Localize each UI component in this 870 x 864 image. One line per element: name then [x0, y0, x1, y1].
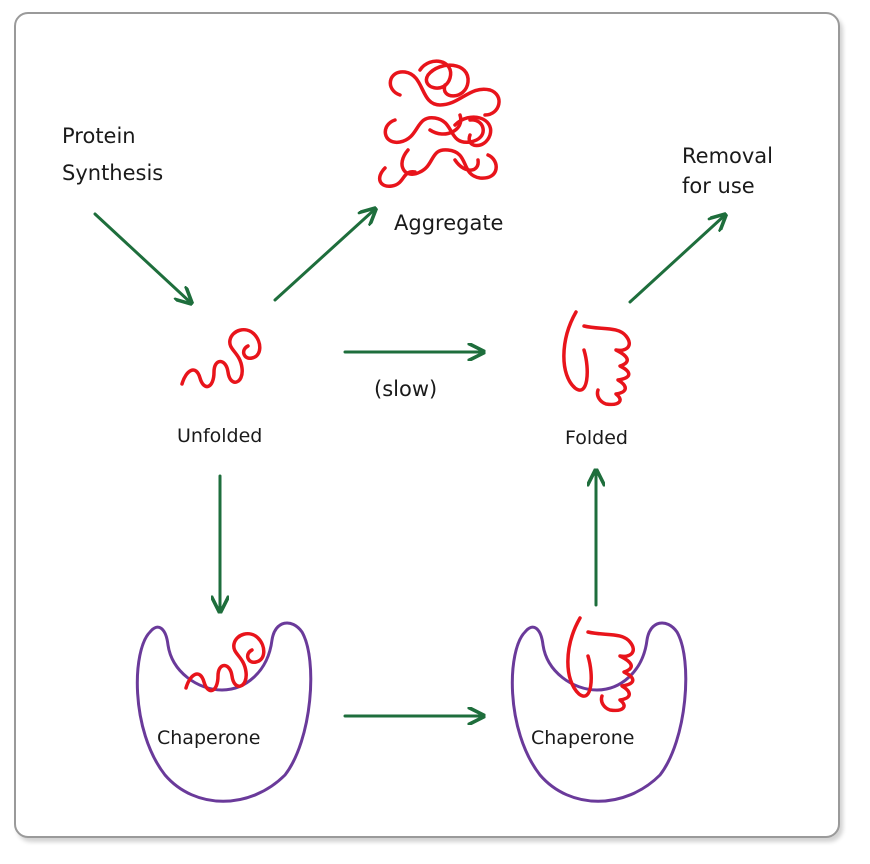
- unfolded-label: Unfolded: [177, 425, 262, 447]
- diagram-card: [14, 12, 840, 838]
- protein-synthesis-label-line2: Synthesis: [62, 161, 163, 185]
- chaperone-left-icon: [135, 621, 313, 803]
- chaperone-right-label: Chaperone: [531, 727, 634, 749]
- folded-protein-icon: [562, 310, 631, 407]
- chaperone-left-label: Chaperone: [157, 727, 260, 749]
- arrow-synthesis-to-unfolded: [93, 212, 190, 302]
- removal-label-line1: Removal: [682, 144, 773, 168]
- folded-label: Folded: [565, 427, 628, 449]
- arrow-unfolded-to-aggregate: [273, 210, 374, 302]
- chaperone-right-icon: [510, 616, 688, 803]
- aggregate-protein-icon: [377, 59, 501, 188]
- slow-label: (slow): [374, 377, 437, 401]
- arrow-folded-to-removal: [628, 216, 724, 304]
- protein-synthesis-label-line1: Protein: [62, 124, 136, 148]
- removal-label-line2: for use: [682, 174, 755, 198]
- aggregate-label: Aggregate: [394, 211, 503, 235]
- unfolded-protein-icon: [180, 328, 262, 389]
